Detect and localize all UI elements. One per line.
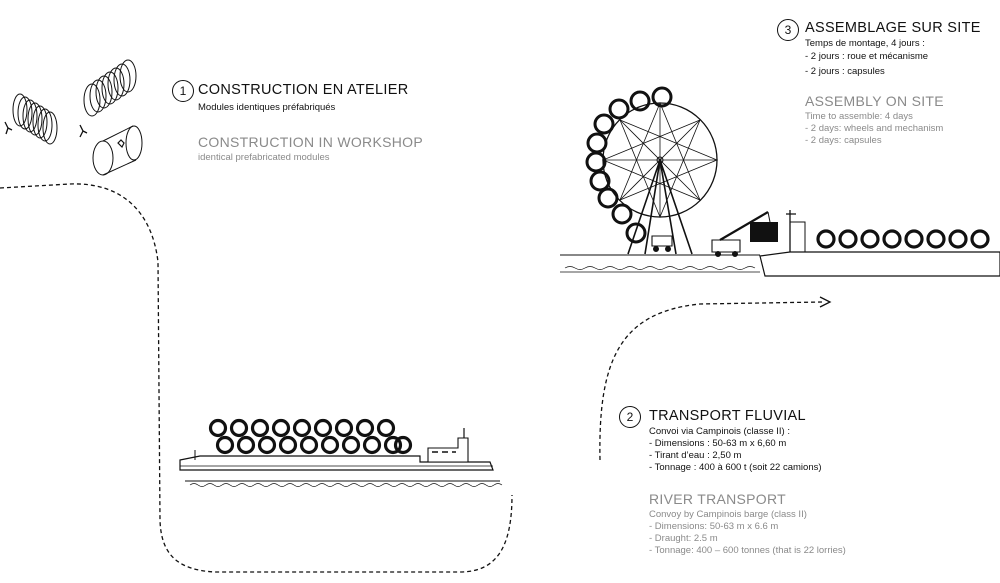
module-capsule xyxy=(92,125,143,176)
step2-line-en-2: - Dimensions: 50-63 m x 6.6 m xyxy=(649,521,779,532)
step2-number-badge: 2 xyxy=(619,406,641,428)
barge-coils-bottom xyxy=(215,435,413,455)
step2-title-fr: TRANSPORT FLUVIAL xyxy=(649,408,806,424)
module-coil-2 xyxy=(79,59,137,138)
step3-title-en: ASSEMBLY ON SITE xyxy=(805,93,944,109)
step2-line-en-4: - Tonnage: 400 – 600 tonnes (that is 22 … xyxy=(649,545,846,556)
step2-line-fr-4: - Tonnage : 400 à 600 t (soit 22 camions… xyxy=(649,462,822,473)
step2-line-fr-2: - Dimensions : 50-63 m x 6,60 m xyxy=(649,438,787,449)
site-barge-coils xyxy=(816,229,990,249)
step3-line-fr-1: Temps de montage, 4 jours : xyxy=(805,38,925,49)
step3-line-en-2: - 2 days: wheels and mechanism xyxy=(805,123,944,134)
step3-line-fr-3: - 2 jours : capsules xyxy=(805,66,885,77)
route-arrowhead xyxy=(819,296,832,308)
step1-subtitle-fr: Modules identiques préfabriqués xyxy=(198,102,336,113)
route-path xyxy=(0,183,823,573)
barge-illustration xyxy=(179,418,503,487)
step2-title-en: RIVER TRANSPORT xyxy=(649,491,787,507)
step1-title-en: CONSTRUCTION IN WORKSHOP xyxy=(198,134,423,150)
step2-line-en-3: - Draught: 2.5 m xyxy=(649,533,718,544)
step3-title-fr: ASSEMBLAGE SUR SITE xyxy=(805,20,981,36)
step2-line-en-1: Convoy by Campinois barge (class II) xyxy=(649,509,807,520)
step1-title-fr: CONSTRUCTION EN ATELIER xyxy=(198,82,409,98)
step3-line-en-1: Time to assemble: 4 days xyxy=(805,111,913,122)
step3-number-badge: 3 xyxy=(777,19,799,41)
step2-line-fr-3: - Tirant d’eau : 2,50 m xyxy=(649,450,742,461)
step1-subtitle-en: identical prefabricated modules xyxy=(198,152,330,163)
module-coil-1 xyxy=(4,93,58,145)
ferris-wheel-illustration xyxy=(560,86,1000,277)
workshop-modules-illustration xyxy=(4,59,143,176)
barge-coils-top xyxy=(208,418,396,438)
step3-line-fr-2: - 2 jours : roue et mécanisme xyxy=(805,51,929,62)
step2-line-fr-1: Convoi via Campinois (classe II) : xyxy=(649,426,790,437)
step1-number-badge: 1 xyxy=(172,80,194,102)
step3-line-en-3: - 2 days: capsules xyxy=(805,135,882,146)
